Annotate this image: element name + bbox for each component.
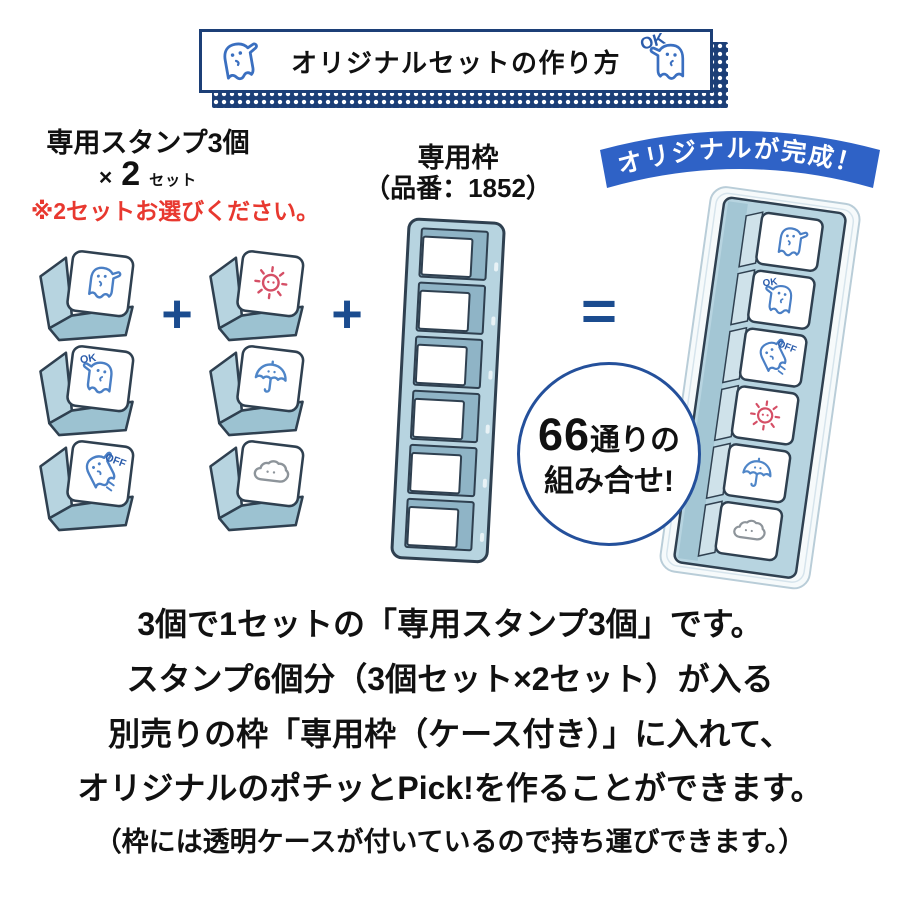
- selection-note: ※2セットお選びください。: [30, 198, 320, 224]
- product-stamp-ghost-off: OFF: [721, 326, 808, 388]
- description-line: スタンプ6個分（3個セット×2セット）が入る: [126, 661, 774, 697]
- description-line: （枠には透明ケースが付いているので持ち運びできます。）: [94, 827, 806, 857]
- stamp-ghost-off: OFF: [39, 440, 135, 532]
- result-ribbon: オリジナルが完成！: [600, 131, 880, 188]
- combinations-label: 組み合せ!: [544, 465, 674, 499]
- ghost-waving-icon: [221, 39, 263, 83]
- ghost-ok-icon: OK: [640, 33, 685, 80]
- combinations-badge: 66 通りの 組み合せ!: [517, 362, 701, 546]
- description-line: 3個で1セットの「専用スタンプ3個」です。: [137, 606, 763, 642]
- stamp-ghost: [39, 250, 135, 342]
- stamp-sun: [209, 250, 305, 342]
- ghost-ok-icon: OK: [79, 352, 114, 395]
- stamp-set-title: 専用スタンプ3個: [46, 128, 250, 158]
- svg-text:OK: OK: [79, 352, 97, 366]
- set-count: 2: [121, 155, 141, 193]
- frame-title: 専用枠: [417, 143, 499, 173]
- product-stamp-ghost-ok: OK: [730, 269, 816, 330]
- set-unit: セット: [149, 172, 198, 189]
- stamp-cloud: [209, 440, 305, 532]
- stamp-set-quantity: × 2 セット: [22, 155, 274, 194]
- finished-product-illustration: OK OFF: [659, 186, 861, 590]
- plus-operator: +: [161, 284, 193, 344]
- description-line: オリジナルのポチッとPick!を作ることができます。: [77, 770, 823, 806]
- page-title: オリジナルセットの作り方: [290, 47, 621, 78]
- product-stamp-sun: [713, 384, 800, 446]
- svg-text:OK: OK: [762, 276, 778, 289]
- equals-operator: =: [580, 280, 618, 343]
- description-line: 別売りの枠「専用枠（ケース付き）」に入れて、: [108, 716, 792, 752]
- stamp-ghost-ok: OK: [39, 345, 135, 437]
- combinations-count: 66: [537, 409, 591, 461]
- ghost-off-icon: OFF: [82, 448, 128, 492]
- frame-illustration: [390, 217, 506, 564]
- product-stamp-umbrella: [705, 442, 792, 504]
- stamp-umbrella: [209, 345, 305, 437]
- product-stamp-cloud: [697, 500, 784, 562]
- ok-label: OK: [640, 33, 667, 54]
- product-stamp-ghost: [738, 211, 824, 273]
- plus-operator: +: [331, 284, 363, 344]
- multiply-sign: ×: [98, 164, 113, 190]
- title-banner: オリジナルセットの作り方 OK: [199, 29, 713, 93]
- frame-item-number: （品番：1852）: [364, 173, 552, 203]
- combinations-suffix: 通りの: [590, 424, 681, 458]
